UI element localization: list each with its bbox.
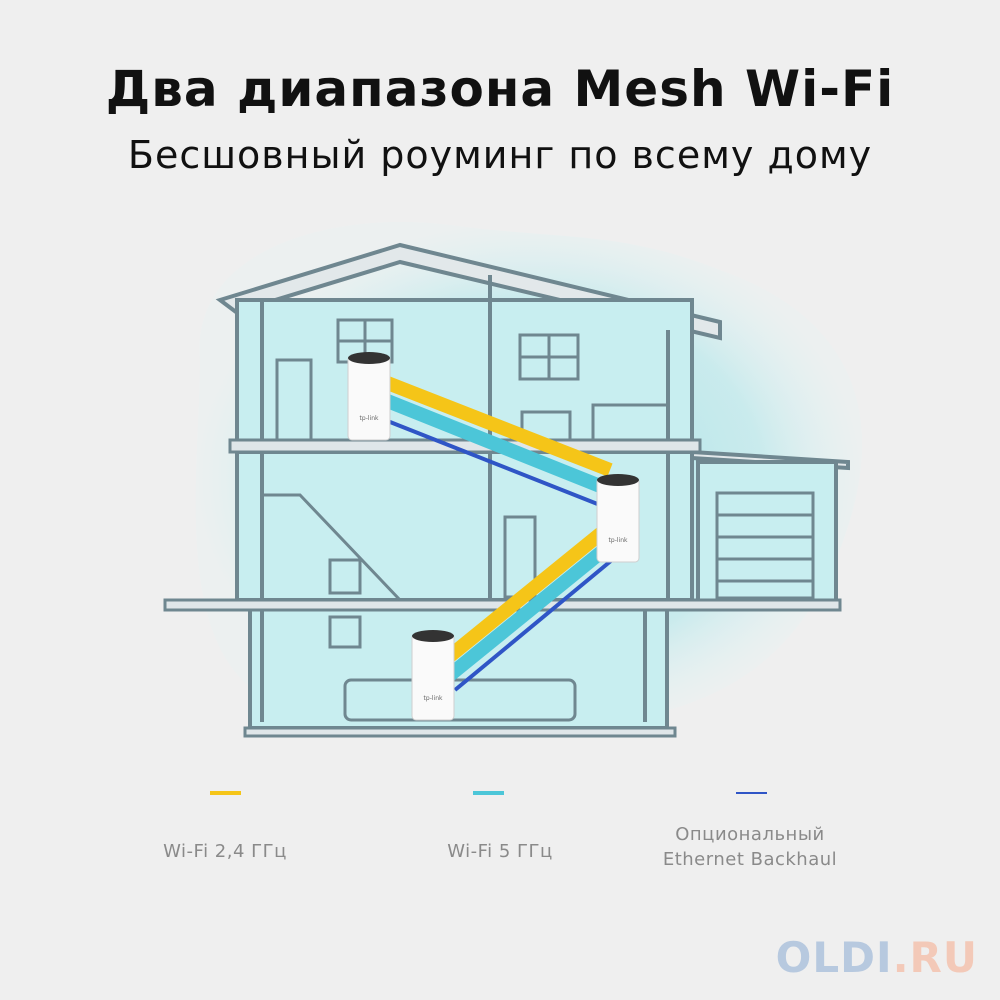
wifi-5-link-lower bbox=[445, 539, 615, 681]
mesh-unit-bottom: tp-link bbox=[411, 630, 455, 721]
mesh-unit-top: tp-link bbox=[347, 352, 391, 441]
watermark: OLDI.RU bbox=[776, 933, 978, 982]
wifi-24-link-upper bbox=[382, 375, 613, 477]
brand-mark: tp-link bbox=[609, 537, 628, 544]
legend-label-ethernet-line1: Опциональный bbox=[675, 824, 825, 845]
ethernet-link-lower bbox=[453, 558, 614, 692]
watermark-part1: OLDI bbox=[775, 933, 893, 982]
legend-swatch-wifi5 bbox=[473, 791, 504, 795]
legend-swatch-wifi24 bbox=[210, 791, 241, 795]
house-structure bbox=[215, 242, 850, 730]
legend-swatch-ethernet bbox=[736, 792, 767, 794]
page-subtitle: Бесшовный роуминг по всему дому bbox=[127, 133, 873, 177]
legend-label-wifi5: Wi-Fi 5 ГГц bbox=[447, 841, 553, 862]
watermark-part2: .RU bbox=[892, 933, 978, 982]
legend-label-ethernet-line2: Ethernet Backhaul bbox=[662, 849, 838, 870]
interior-walls bbox=[260, 275, 670, 722]
wifi-5-link-upper bbox=[382, 393, 613, 497]
brand-mark: tp-link bbox=[424, 695, 443, 702]
brand-mark: tp-link bbox=[360, 415, 379, 422]
wifi-24-link-lower bbox=[440, 524, 610, 666]
ethernet-link-upper bbox=[384, 418, 601, 507]
mesh-unit-middle: tp-link bbox=[596, 474, 640, 563]
signal-lines bbox=[382, 375, 615, 692]
page-title: Два диапазона Mesh Wi-Fi bbox=[105, 60, 895, 118]
legend-label-wifi24: Wi-Fi 2,4 ГГц bbox=[163, 841, 287, 862]
